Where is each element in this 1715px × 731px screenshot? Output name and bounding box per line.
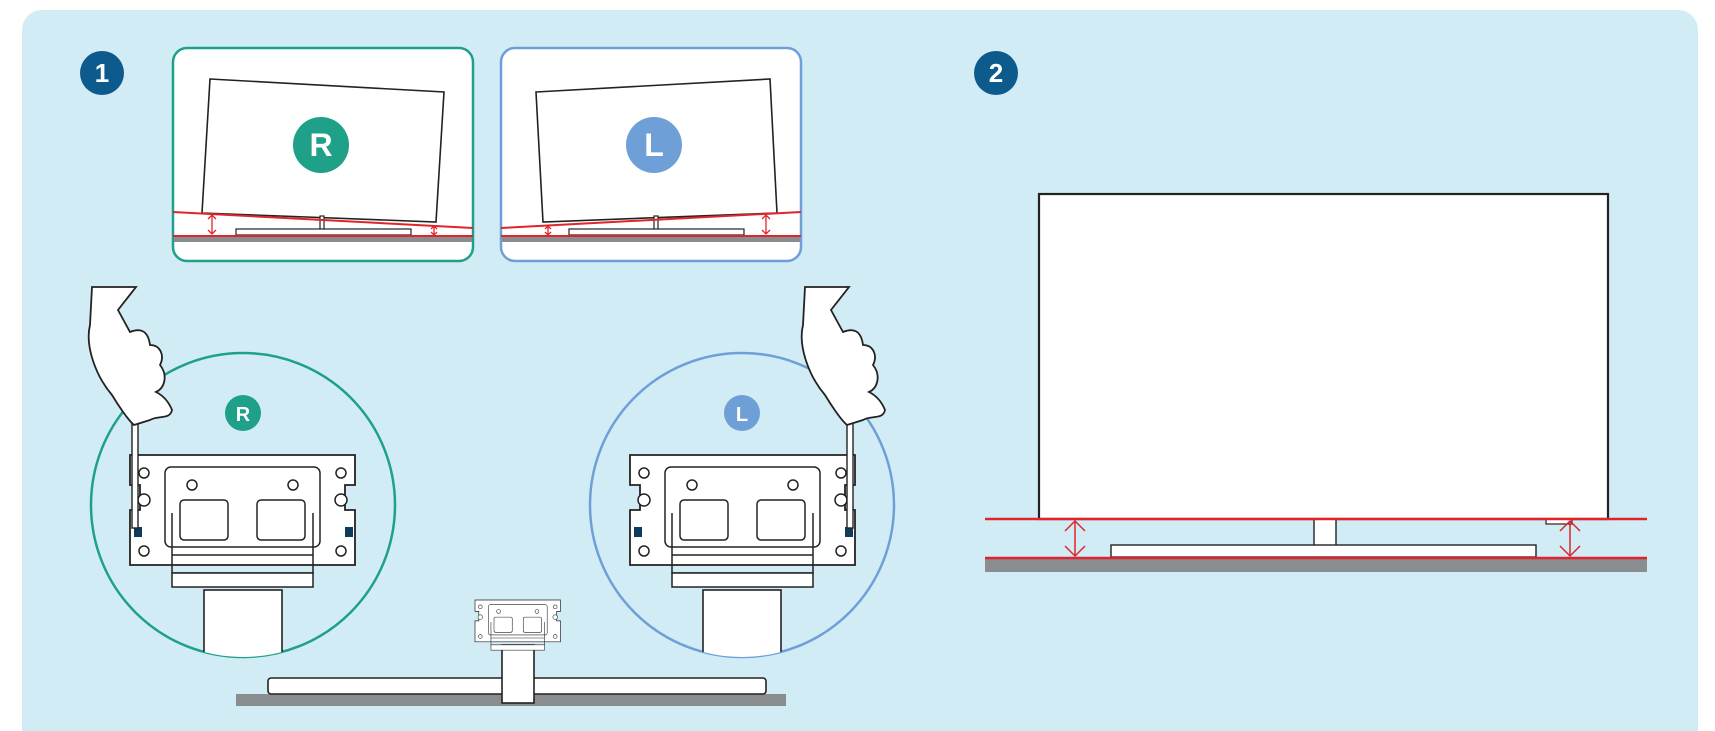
hand-icon	[87, 286, 173, 427]
tv-stand	[1110, 544, 1537, 558]
measure-arrow	[1064, 519, 1581, 558]
stand-base	[236, 599, 786, 706]
l-letter: L	[644, 127, 664, 163]
l-badge	[626, 117, 682, 173]
detail-right-adjust: R	[87, 286, 397, 659]
floor-strip	[502, 236, 800, 242]
l-badge-small	[724, 395, 760, 431]
measure-arrow	[207, 214, 438, 236]
inset-left-tilt: L	[499, 46, 803, 263]
level-tv-diagram	[985, 192, 1647, 572]
tv-screen	[1037, 192, 1610, 521]
step-2-number: 2	[989, 58, 1003, 88]
hand-icon	[800, 286, 886, 427]
screwdriver	[131, 419, 139, 529]
floor-strip	[985, 558, 1647, 572]
inset-right-tilt: R	[171, 46, 475, 263]
r-badge	[293, 117, 349, 173]
l-letter-small: L	[736, 404, 748, 426]
tv-stand	[235, 228, 412, 236]
tilt-line	[500, 211, 802, 229]
step-2-badge: 2	[974, 51, 1018, 95]
measure-arrow	[544, 214, 771, 236]
tilt-line	[172, 211, 474, 229]
detail-left-adjust: L	[588, 286, 896, 659]
r-letter-small: R	[236, 404, 251, 426]
r-badge-small	[225, 395, 261, 431]
step-1-badge: 1	[80, 51, 124, 95]
r-letter: R	[309, 127, 332, 163]
floor-strip	[174, 236, 472, 242]
step-1-number: 1	[95, 58, 109, 88]
screwdriver	[846, 419, 854, 529]
tv-stand	[568, 228, 745, 236]
